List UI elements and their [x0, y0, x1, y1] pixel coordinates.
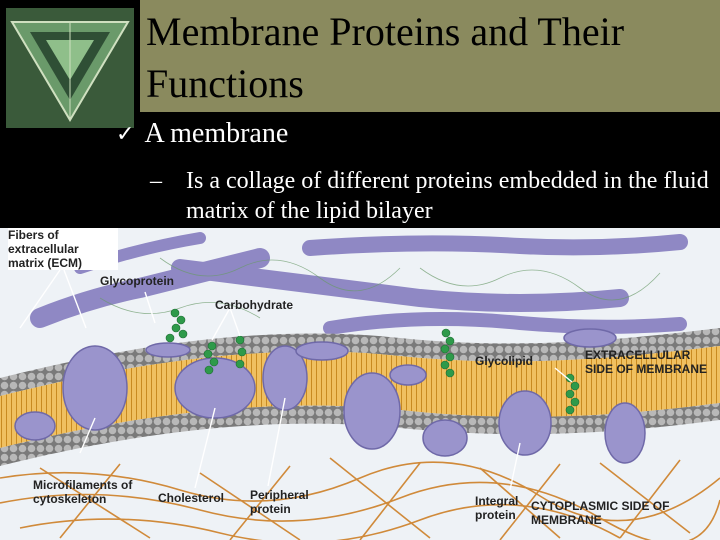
sub-bullet-text: Is a collage of different proteins embed…: [186, 168, 709, 224]
ecm-fibers: [30, 232, 688, 335]
label-integral-protein: Integral protein: [475, 494, 519, 522]
membrane-diagram: Fibers of extracellular matrix (ECM) Gly…: [0, 228, 720, 540]
membrane-illustration: [0, 228, 720, 540]
label-cholesterol: Cholesterol: [158, 491, 225, 505]
label-carbohydrate: Carbohydrate: [215, 298, 294, 312]
membrane-proteins: [14, 328, 646, 464]
label-peripheral-protein: Peripheral protein: [250, 488, 309, 516]
bullet-item: ✓ A membrane: [116, 118, 288, 150]
label-microfilaments: Microfilaments of cytoskeleton: [33, 478, 133, 506]
leader-lines: [19, 269, 573, 491]
label-ecm-fibers: Fibers of extracellular matrix (ECM): [8, 228, 118, 270]
label-glycolipid: Glycolipid: [475, 354, 534, 368]
carbohydrate-chains: [165, 308, 580, 415]
slide-title: Membrane Proteins and Their Functions: [146, 9, 625, 106]
sub-bullet-item: – Is a collage of different proteins emb…: [150, 166, 710, 226]
check-bullet-icon: ✓: [116, 121, 135, 147]
label-cytoplasmic-side: CYTOPLASMIC SIDE OF MEMBRANE: [531, 499, 670, 527]
slide-logo: [6, 8, 134, 128]
bullet-text: A membrane: [144, 118, 289, 149]
label-extracellular-side: EXTRACELLULAR SIDE OF MEMBRANE: [585, 348, 708, 376]
label-glycoprotein: Glycoprotein: [100, 274, 175, 288]
cytoskeleton-filaments: [0, 457, 720, 540]
dash-bullet-icon: –: [150, 168, 162, 194]
